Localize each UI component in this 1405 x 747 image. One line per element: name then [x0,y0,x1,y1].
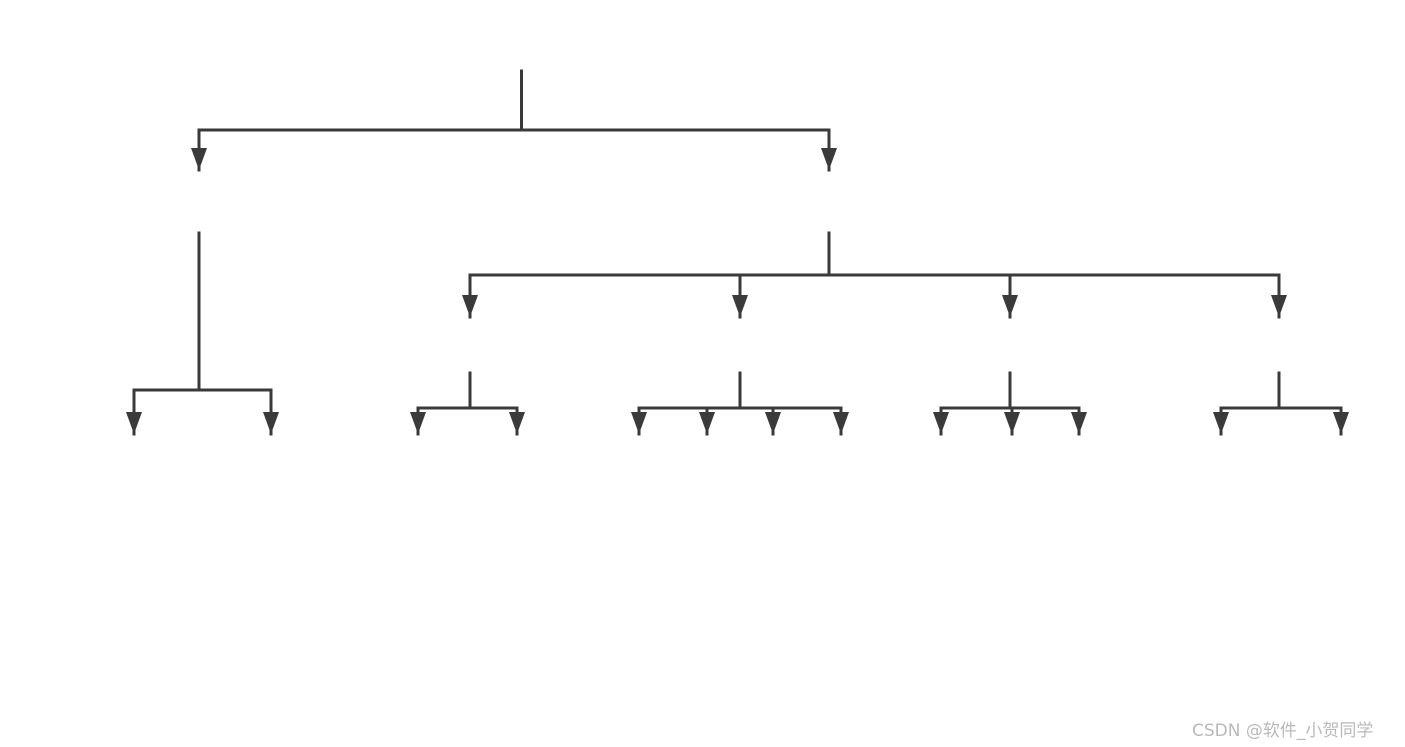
arrow-head [509,412,525,434]
arrow-head [410,412,426,434]
arrow-head [833,412,849,434]
arrow-head [732,295,748,317]
connector-layer [126,69,1349,436]
arrow-head [1071,412,1087,434]
arrow-head [699,412,715,434]
arrow-head [263,412,279,434]
arrow-head [765,412,781,434]
arrow-head [1004,412,1020,434]
arrow-head [1271,295,1287,317]
arrow-head [462,295,478,317]
arrow-head [1333,412,1349,434]
arrow-head [631,412,647,434]
arrow-head [1213,412,1229,434]
arrow-head [1002,295,1018,317]
arrow-head [126,412,142,434]
arrow-head [821,148,837,170]
csdn-watermark: CSDN @软件_小贺同学 [1192,721,1374,741]
arrow-head [933,412,949,434]
arrow-head [191,148,207,170]
